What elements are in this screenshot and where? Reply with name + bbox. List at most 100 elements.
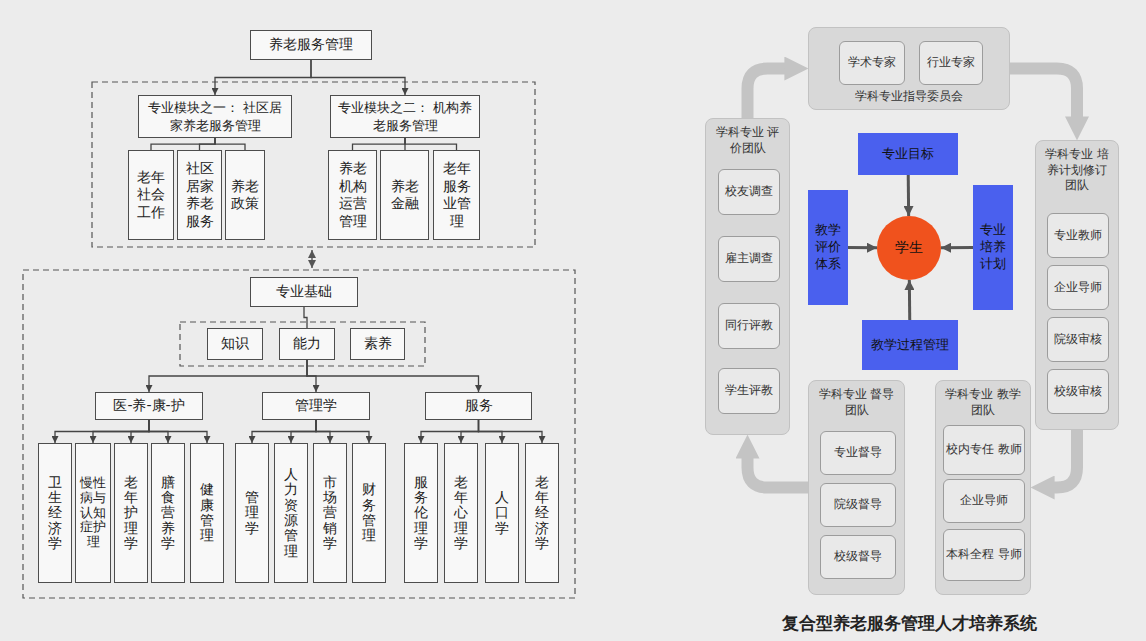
node-text: 专业模块之二： 机构养老服务管理 [335,99,475,134]
node-text: 人力资源管理 [284,467,298,559]
node-text: 学生 [895,239,923,257]
member-box: 院级审核 [1047,317,1109,362]
node-text: 人口学 [495,490,509,536]
node-text: 企业导师 [1054,280,1102,296]
connector [907,175,910,216]
member-box: 雇主调查 [718,236,780,282]
member-box: 校级督导 [820,535,896,579]
team-panel: 学科专业 教学团队校内专任 教师企业导师本科全程 导师 [935,380,1031,595]
course-column: 卫生经济学 [38,443,72,583]
panel-title: 学科专业 培养计划修订 团队 [1040,147,1114,194]
node-text: 同行评教 [725,318,773,334]
course-box: 社区居家养老服务 [177,150,222,240]
node-text: 院级审核 [1054,332,1102,348]
element-box: 教学评价体系 [808,190,848,305]
node-text: 素养 [364,335,392,353]
dashed-region [180,322,425,366]
connector [200,138,216,150]
panel-title: 学科专业指导委员会 [813,89,1005,105]
node-text: 市场营销学 [323,475,337,552]
connector [461,420,479,443]
member-box: 企业导师 [1047,265,1109,310]
node-text: 校级审核 [1054,384,1102,400]
double-arrow [311,250,312,268]
node-text: 学生评教 [725,383,773,399]
process-box: 专业基础 [250,277,358,307]
node-text: 管理学 [245,490,259,536]
course-column: 管理学 [235,443,269,583]
course-column: 财务管理 [352,443,386,583]
member-box: 专业教师 [1047,213,1109,258]
node-text: 教学过程管理 [871,336,949,354]
node-text: 养老金融 [391,178,419,213]
node-text: 服务伦理学 [414,475,428,552]
connector [151,138,215,150]
panel-title: 学科专业 督导团队 [813,387,900,418]
connector [748,69,795,119]
course-column: 慢性病与认知症护理 [75,443,111,583]
connector [131,420,149,443]
connector [941,246,973,249]
node-text: 专业督导 [834,445,882,461]
element-box: 专业培养计划 [973,185,1013,310]
team-panel: 学科专业 督导团队专业督导院级督导校级督导 [808,380,905,595]
node-text: 专业培养计划 [980,222,1006,273]
node-text: 专业模块之一： 社区居家养老服务管理 [143,99,287,134]
node-text: 养老服务管理 [269,36,353,54]
course-box: 养老金融 [380,150,429,240]
node-text: 服务 [465,397,493,415]
member-box: 本科全程 导师 [943,529,1025,581]
course-column: 人口学 [485,443,519,583]
connector [55,420,149,443]
member-box: 校友调查 [718,169,780,215]
course-column: 老年护理学 [114,443,148,583]
course-column: 服务伦理学 [404,443,438,583]
course-box: 养老机构运营管理 [328,150,377,240]
node-text: 专业基础 [276,283,332,301]
node-text: 本科全程 导师 [946,547,1022,563]
connector [311,60,405,95]
connector [307,360,479,392]
node-text: 老年服务业管理 [443,160,471,230]
connector [421,420,479,443]
node-text: 学术专家 [848,55,896,71]
connector [93,420,149,443]
node-text: 校级督导 [834,549,882,565]
course-column: 膳食营养学 [151,443,185,583]
committee-panel: 学科专业指导委员会学术专家行业专家 [808,27,1010,110]
connector [748,449,809,488]
member-box: 校级审核 [1047,369,1109,414]
panel-title: 学科专业 评价团队 [710,125,785,156]
connector [304,307,307,328]
node-text: 社区居家养老服务 [186,160,214,230]
connector [1010,69,1077,127]
node-text: 老年社会工作 [137,169,165,222]
module-box: 专业模块之一： 社区居家养老服务管理 [138,95,292,138]
process-box: 知识 [207,328,263,360]
node-text: 医-养-康-护 [113,397,184,415]
node-text: 老年经济学 [535,475,549,552]
course-box: 老年社会工作 [128,150,174,240]
course-box: 老年服务业管理 [433,150,480,240]
connector [215,60,311,95]
team-panel: 学科专业 培养计划修订 团队专业教师企业导师院级审核校级审核 [1035,140,1119,430]
node-text: 教学评价体系 [815,222,841,273]
node-text: 健康管理 [200,482,214,544]
team-panel: 学科专业 评价团队校友调查雇主调查同行评教学生评教 [705,118,790,435]
course-column: 老年经济学 [525,443,559,583]
node-text: 校友调查 [725,184,773,200]
course-column: 市场营销学 [313,443,347,583]
dashed-region [92,82,535,247]
node-text: 老年心理学 [454,475,468,552]
node-text: 雇主调查 [725,251,773,267]
connector [353,138,406,150]
connector [405,138,457,150]
node-text: 老年护理学 [124,475,138,552]
panel-title: 学科专业 教学团队 [940,387,1026,418]
process-box: 能力 [279,328,335,360]
node-text: 膳食营养学 [161,475,175,552]
node-text: 管理学 [295,397,337,415]
connector [252,420,316,443]
node-text: 能力 [293,335,321,353]
